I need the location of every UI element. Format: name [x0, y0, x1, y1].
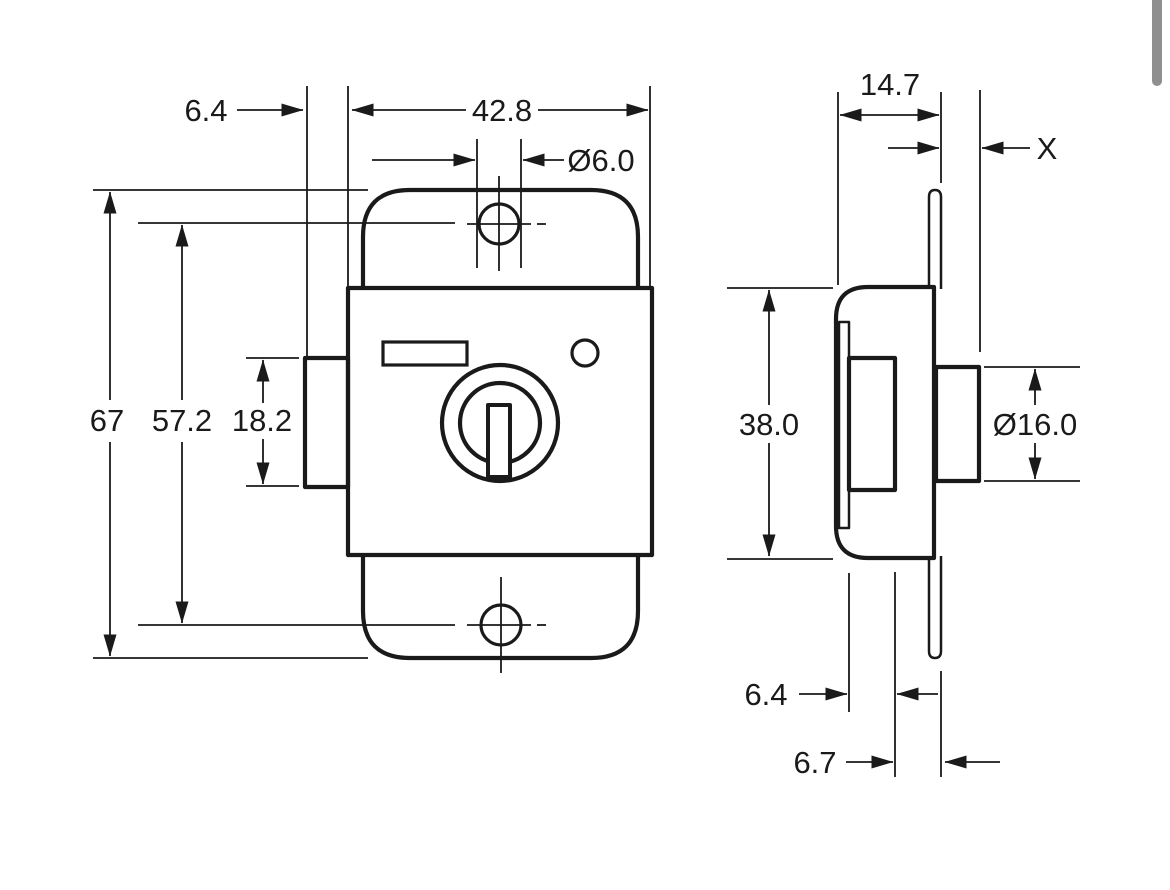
cam-tab-side [846, 355, 898, 493]
cylinder-side [933, 364, 982, 484]
front-view: 6.4 42.8 Ø6.0 67 57.2 18.2 [90, 86, 655, 673]
mounting-plate-top-prong [927, 188, 943, 289]
dimension-lines-front [103, 103, 649, 657]
dim-cam-height: 18.2 [232, 403, 292, 438]
indicator-hole [570, 338, 600, 368]
scrollbar-thumb[interactable] [1152, 0, 1162, 86]
extension-lines-side [727, 90, 1080, 777]
dim-overall-height: 67 [90, 403, 124, 438]
dim-cam-depth: 6.4 [744, 677, 787, 712]
cam-tab-front [302, 355, 351, 490]
dim-body-depth: 14.7 [860, 67, 920, 102]
dim-plate-projection: 6.7 [793, 745, 836, 780]
side-view: 14.7 X 38.0 Ø16.0 6.4 6.7 [727, 67, 1080, 780]
name-plate [381, 340, 469, 367]
dim-cylinder-dia: Ø16.0 [993, 407, 1077, 442]
dim-cam-offset: 6.4 [184, 93, 227, 128]
lock-body-side [833, 284, 937, 561]
dim-mount-hole-dia: Ø6.0 [567, 143, 634, 178]
top-mounting-flange [360, 187, 641, 290]
mounting-plate-bottom-prong [927, 556, 943, 660]
cylinder-face-outer [439, 362, 561, 484]
dim-variable-grip-x: X [1037, 131, 1058, 166]
dim-hole-spacing: 57.2 [152, 403, 212, 438]
dimension-lines-side [762, 108, 1042, 769]
dim-body-height: 38.0 [739, 407, 799, 442]
dim-body-width: 42.8 [472, 93, 532, 128]
key-slot [486, 403, 512, 479]
extension-lines-front [93, 86, 651, 659]
